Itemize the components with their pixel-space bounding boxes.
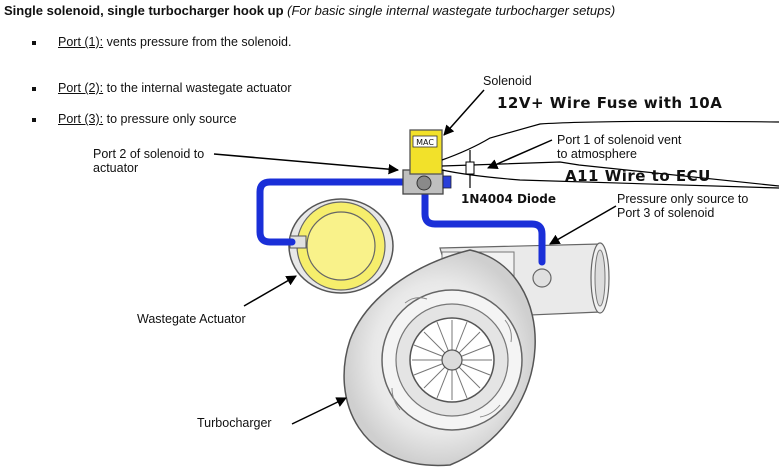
bullet-text: to the internal wastegate actuator <box>106 81 292 95</box>
vacuum-hoses <box>256 178 546 266</box>
label-turbocharger: Turbocharger <box>197 416 272 430</box>
label-pressure-source: Pressure only source to Port 3 of soleno… <box>617 192 748 220</box>
wire-to-atmosphere <box>441 161 779 187</box>
label-port-2: Port 2 of solenoid to actuator <box>93 147 204 175</box>
bullet-port-1: Port (1): vents pressure from the soleno… <box>32 35 291 49</box>
bullet-port-3: Port (3): to pressure only source <box>32 112 237 126</box>
bullet-port-label: Port (1): <box>58 35 104 49</box>
arrow-turbocharger <box>291 397 347 425</box>
label-port-1-line1: Port 1 of solenoid vent <box>557 133 682 147</box>
label-ecu-wire: A11 Wire to ECU <box>565 167 711 185</box>
wastegate-actuator <box>288 198 394 294</box>
title-subtitle: (For basic single internal wastegate tur… <box>287 3 616 18</box>
bullet-dot <box>32 117 36 122</box>
title-main: Single solenoid, single turbocharger hoo… <box>4 3 284 18</box>
label-solenoid: Solenoid <box>483 74 532 88</box>
bullet-port-label: Port (2): <box>58 81 104 95</box>
wiring <box>441 120 779 189</box>
label-pressure-line2: Port 3 of solenoid <box>617 206 715 220</box>
diode-icon <box>465 161 475 175</box>
label-wastegate-actuator: Wastegate Actuator <box>137 312 246 326</box>
hose-port-2 <box>256 178 408 246</box>
label-fuse-wire: 12V+ Wire Fuse with 10A <box>497 94 723 112</box>
bullet-dot <box>32 40 36 45</box>
bullet-dot <box>32 86 36 91</box>
arrow-wastegate <box>243 275 297 307</box>
arrow-port-1 <box>487 139 553 170</box>
label-pressure-line1: Pressure only source to <box>617 192 749 206</box>
turbocharger-body <box>343 249 536 467</box>
diagram-title: Single solenoid, single turbocharger hoo… <box>4 3 615 18</box>
solenoid-brand: MAC <box>416 138 434 147</box>
label-port-1: Port 1 of solenoid vent to atmosphere <box>557 133 681 161</box>
bullet-text: to pressure only source <box>106 112 237 126</box>
solenoid: MAC <box>402 129 452 195</box>
fuse-wire <box>441 120 779 161</box>
arrow-port-2 <box>213 153 400 175</box>
callout-arrows <box>213 89 617 425</box>
bullet-port-label: Port (3): <box>58 112 104 126</box>
hose-port-3 <box>421 182 546 266</box>
ecu-wire <box>441 169 779 189</box>
arrow-solenoid <box>443 89 485 136</box>
label-diode: 1N4004 Diode <box>461 192 557 206</box>
arrow-pressure-source <box>549 205 617 245</box>
bullet-port-2: Port (2): to the internal wastegate actu… <box>32 81 291 95</box>
label-port-1-line2: to atmosphere <box>557 147 637 161</box>
label-port-2-line2: actuator <box>93 161 139 175</box>
bullet-text: vents pressure from the solenoid. <box>106 35 292 49</box>
label-port-2-line1: Port 2 of solenoid to <box>93 147 205 161</box>
